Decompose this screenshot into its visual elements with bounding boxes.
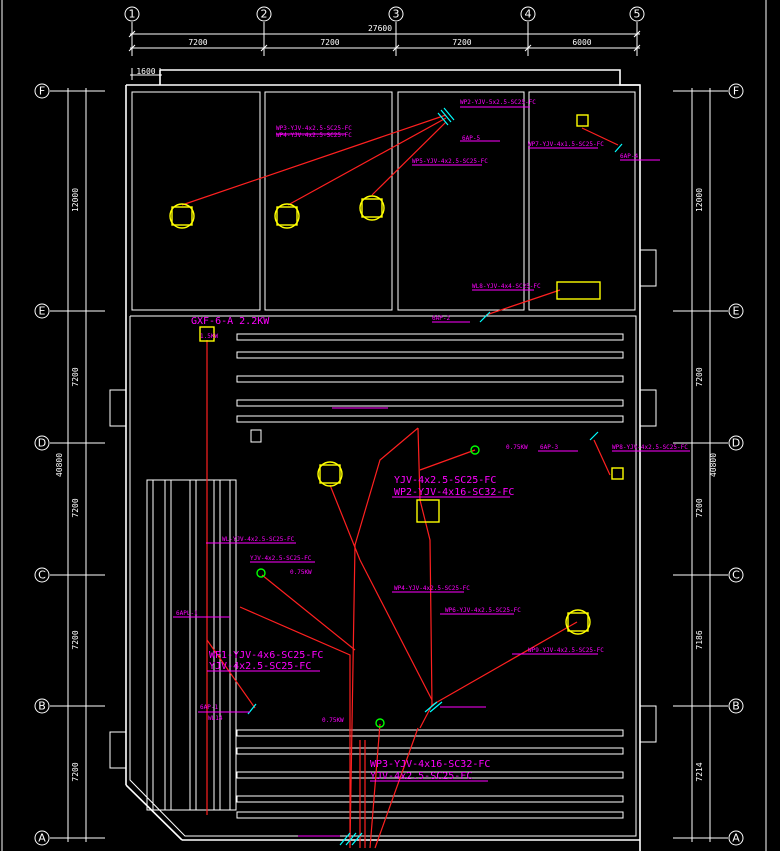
label-wp5: WP5-YJV-4x2.5-SC25-FC [412,158,488,165]
label-big3b: YJV-4x2.5-SC25-FC [370,771,472,782]
side-axis-lines [50,88,728,842]
label-motor1: 0.75KW [506,444,528,451]
axis-label-F-left: F [39,85,45,98]
label-gxf: GXF-6-A 2.2KW [191,316,270,327]
label-big1a: YJV-4x2.5-SC25-FC [394,475,496,486]
dim-left-span-5: 7200 [71,762,80,781]
label-box1-power: 1.5KW [200,333,218,340]
dim-right-span-5: 7214 [695,762,704,781]
equipment-racks-top [236,333,624,423]
dim-top-span-2: 7200 [320,38,339,47]
dim-left-span-3: 7200 [71,498,80,517]
label-motor2: 0.75KW [290,569,312,576]
axis-label-C-right: C [732,569,740,582]
panel-marks [247,107,623,846]
label-motor3: 0.75KW [322,717,344,724]
label-ap2: 6AP-2 [432,315,450,322]
axis-label-D-left: D [38,437,46,450]
left-axis-bubbles: F E D C B A [34,83,50,846]
dim-top-total: 27600 [368,24,392,33]
label-wl8: WL8-YJV-4x4-SC25-FC [472,283,541,290]
axis-label-E-left: E [39,305,46,318]
dim-top-offset: 1600 [136,67,155,76]
axis-label-B-right: B [732,700,740,713]
label-ap5: 6AP-5 [462,135,480,142]
equipment-boxes [199,281,601,523]
dim-top-span-1: 7200 [188,38,207,47]
dim-top-span-3: 7200 [452,38,471,47]
label-wl14: WL14 [208,715,223,722]
axis-label-3: 3 [393,8,400,21]
axis-label-C-left: C [38,569,46,582]
label-big3a: WP3-YJV-4x16-SC32-FC [370,759,490,770]
equipment-racks-bottom [236,729,624,819]
label-wp3: WP3-YJV-4x2.5-SC25-FC [276,125,352,132]
axis-label-2: 2 [261,8,268,21]
label-ap3: 6AP-3 [540,444,558,451]
label-ap1: 6AP-1 [200,704,218,711]
label-big2a: WP1-YJV-4x6-SC25-FC [209,650,323,661]
dim-left-span-2: 7200 [71,367,80,386]
building-walls [109,69,657,851]
label-leaders [173,106,690,837]
label-wp2: WP2-YJV-5x2.5-SC25-FC [460,99,536,106]
axis-label-A-right: A [732,832,740,845]
label-wp9: WP9-YJV-4x2.5-SC25-FC [528,647,604,654]
dim-right-span-4: 7186 [695,630,704,649]
label-wp6: WP6-YJV-4x2.5-SC25-FC [445,607,521,614]
label-ap4: 6AP-4 [620,153,638,160]
dim-right-span-1: 12000 [695,188,704,212]
label-wl-left: WL-YJV-4x2.5-SC25-FC [222,536,295,543]
axis-label-A-left: A [38,832,46,845]
right-axis-bubbles: F E D C B A [728,83,744,846]
top-dimension-lines [128,22,641,80]
dim-left-total: 40800 [55,453,64,477]
axis-label-E-right: E [733,305,740,318]
dim-left-span-1: 12000 [71,188,80,212]
label-big2b: YJV-4x2.5-SC25-FC [209,661,311,672]
dim-top-span-4: 6000 [572,38,591,47]
axis-label-5: 5 [634,8,641,21]
equipment-fans [169,114,624,635]
equipment-racks-left [146,479,237,811]
axis-label-F-right: F [733,85,739,98]
dim-right-total: 40800 [709,453,718,477]
axis-label-4: 4 [525,8,532,21]
dim-right-span-2: 7200 [695,367,704,386]
label-big1b: WP2-YJV-4x16-SC32-FC [394,487,514,498]
label-yjv-mid: YJV-4x2.5-SC25-FC [250,555,312,562]
label-wp7: WP7-YJV-4x1.5-SC25-FC [528,141,604,148]
axis-label-1: 1 [129,8,136,21]
top-axis-bubbles: 1 2 3 4 5 [124,6,645,22]
dim-left-span-4: 7200 [71,630,80,649]
label-wp4-mid: WP4-YJV-4x2.5-SC25-FC [394,585,470,592]
axis-label-B-left: B [38,700,46,713]
label-apl1: 6APL-1 [176,610,198,617]
dim-right-span-3: 7200 [695,498,704,517]
label-wp8: WP8-YJV-4x2.5-SC25-FC [612,444,688,451]
motor-symbols [256,445,480,728]
label-wp4: WP4-YJV-4x2.5-SC25-FC [276,132,352,139]
wiring-red [181,114,619,849]
axis-label-D-right: D [732,437,740,450]
